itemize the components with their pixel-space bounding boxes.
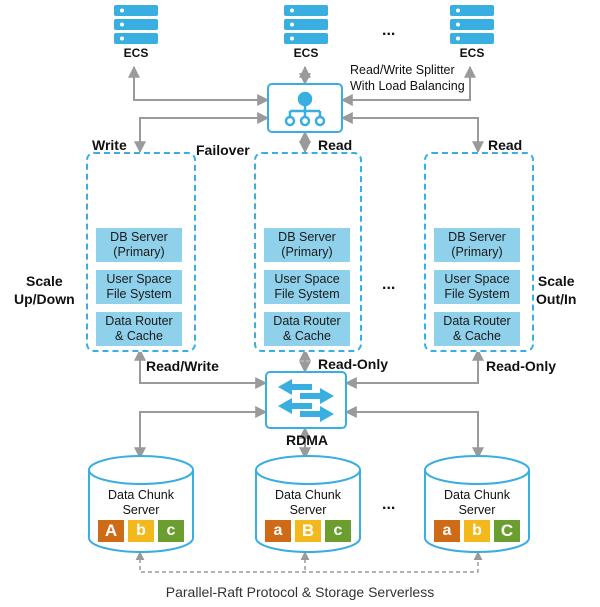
chunk-chip: b [128, 520, 154, 542]
rdma-label: RDMA [286, 432, 328, 448]
db-server-2-line1: DB Server [278, 230, 336, 244]
storage-label-1: Data Chunk Server [89, 488, 193, 518]
access-label-3: Read-Only [486, 358, 557, 374]
file-system-3-line1: User Space [444, 272, 510, 286]
scale-right-line2: Out/In [536, 291, 577, 307]
edge-label-write: Write [92, 137, 127, 153]
proxy-label-line1: Read/Write Splitter [350, 63, 455, 77]
chunk-chip: a [434, 520, 460, 542]
load-balancer-icon [284, 91, 326, 127]
storage-label-2-line2: Server [289, 503, 327, 517]
storage-label-3: Data Chunk Server [425, 488, 529, 518]
chunk-chip: C [494, 520, 520, 542]
raft-link [135, 551, 483, 573]
ecs-ellipsis: ... [382, 22, 396, 39]
data-router-1: Data Router & Cache [96, 312, 182, 346]
scale-out-in-label: Scale Out/In [536, 272, 576, 308]
db-server-2-line2: (Primary) [281, 245, 333, 259]
data-router-1-line2: & Cache [115, 329, 163, 343]
chunk-chip: b [464, 520, 490, 542]
link-ecs-right-proxy [340, 65, 476, 106]
scale-left-line2: Up/Down [14, 291, 75, 307]
file-system-1: User Space File System [96, 270, 182, 304]
db-server-1-line2: (Primary) [113, 245, 165, 259]
db-server-1: DB Server (Primary) [96, 228, 182, 262]
access-label-1: Read/Write [146, 358, 219, 374]
scale-right-line1: Scale [537, 273, 575, 289]
file-system-1-line2: File System [106, 287, 172, 301]
file-system-3: User Space File System [434, 270, 520, 304]
proxy-label: Read/Write Splitter With Load Balancing [350, 62, 465, 94]
link-switch-storage1 [134, 406, 268, 460]
storage-label-1-line2: Server [122, 503, 160, 517]
access-label-2: Read-Only [318, 356, 389, 372]
data-router-2-line2: & Cache [283, 329, 331, 343]
edge-label-read-right: Read [488, 137, 523, 153]
data-router-3-line1: Data Router [443, 314, 511, 328]
data-router-2-line1: Data Router [273, 314, 341, 328]
db-server-3-line2: (Primary) [451, 245, 503, 259]
ecs-server-icon [114, 5, 494, 44]
db-server-3-line1: DB Server [448, 230, 506, 244]
scale-up-down-label: Scale Up/Down [14, 272, 75, 308]
chunk-chip: A [98, 520, 124, 542]
db-server-3: DB Server (Primary) [434, 228, 520, 262]
ecs-label-3: ECS [459, 46, 485, 60]
data-router-3-line2: & Cache [453, 329, 501, 343]
file-system-2-line1: User Space [274, 272, 340, 286]
db-server-1-line1: DB Server [110, 230, 168, 244]
chunk-chip: c [158, 520, 184, 542]
storage-label-2: Data Chunk Server [256, 488, 360, 518]
file-system-2-line2: File System [274, 287, 340, 301]
link-proxy-write [134, 112, 270, 154]
switch-arrows-icon [278, 379, 334, 422]
scale-left-line1: Scale [26, 273, 63, 289]
data-router-1-line1: Data Router [105, 314, 173, 328]
rdma-switch-box [265, 371, 347, 429]
db-server-2: DB Server (Primary) [264, 228, 350, 262]
storage-label-3-line2: Server [458, 503, 496, 517]
data-router-2: Data Router & Cache [264, 312, 350, 346]
node-ellipsis: ... [382, 276, 396, 293]
storage-ellipsis: ... [382, 496, 396, 513]
file-system-1-line1: User Space [106, 272, 172, 286]
link-ecs-left-proxy [128, 65, 270, 106]
ecs-label-2: ECS [293, 46, 319, 60]
chunk-chip: c [325, 520, 351, 542]
edge-label-read-center: Read [318, 137, 353, 153]
data-router-3: Data Router & Cache [434, 312, 520, 346]
link-switch-storage3 [344, 406, 484, 460]
link-node1-switch [134, 348, 268, 389]
storage-label-1-line1: Data Chunk [107, 488, 174, 502]
ecs-label-1: ECS [123, 46, 149, 60]
link-node3-switch [344, 348, 484, 389]
storage-label-2-line1: Data Chunk [274, 488, 341, 502]
link-proxy-read-right [340, 112, 484, 154]
chunk-chip: a [265, 520, 291, 542]
edge-label-failover: Failover [196, 142, 250, 158]
proxy-label-line2: With Load Balancing [350, 79, 465, 93]
file-system-2: User Space File System [264, 270, 350, 304]
chunk-chip: B [295, 520, 321, 542]
storage-label-3-line1: Data Chunk [443, 488, 510, 502]
footer-label: Parallel-Raft Protocol & Storage Serverl… [165, 584, 435, 600]
file-system-3-line2: File System [444, 287, 510, 301]
